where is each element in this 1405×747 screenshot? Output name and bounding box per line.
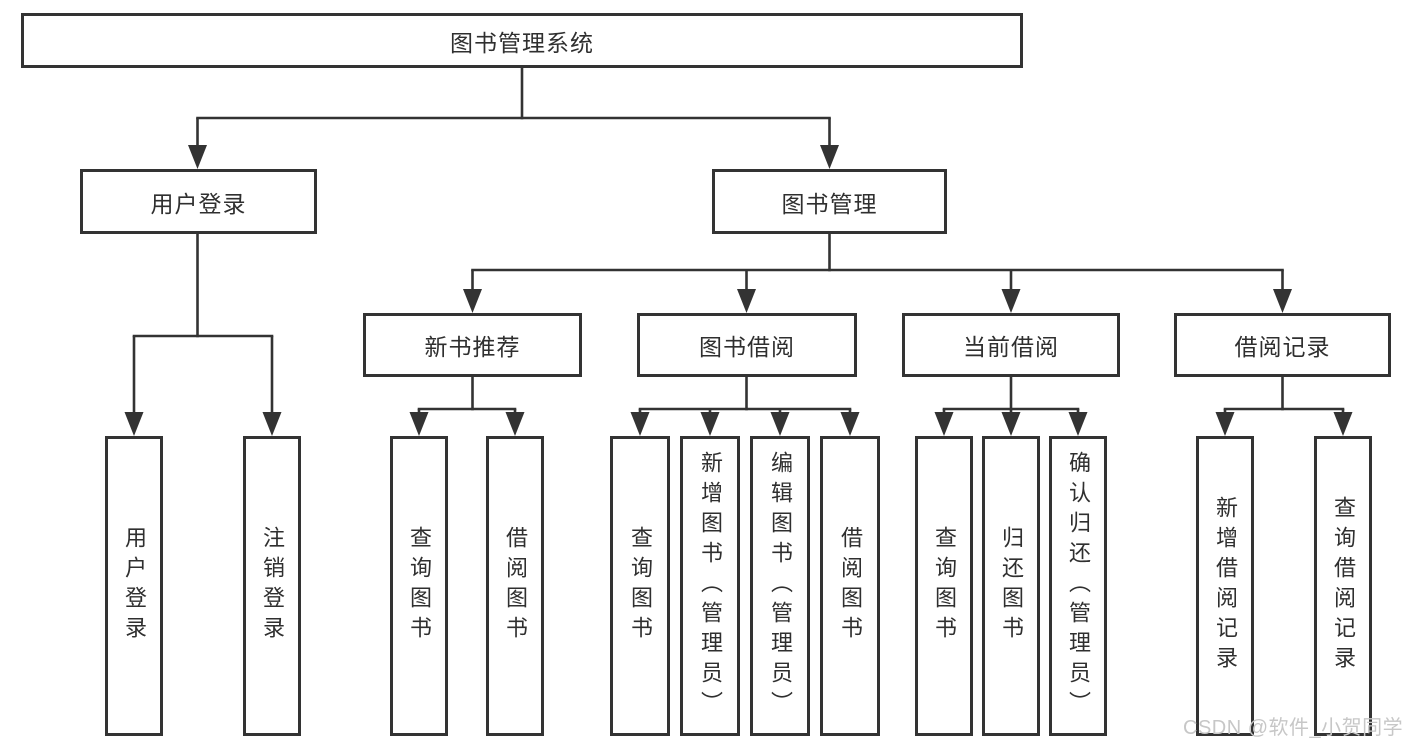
node-user-login: 用户登录	[80, 169, 317, 234]
node-leaf-borrow-books-recommend: 借阅图书	[486, 436, 544, 736]
node-leaf-query-books-current: 查询图书	[915, 436, 973, 736]
node-book-management: 图书管理	[712, 169, 947, 234]
node-book-borrowing: 图书借阅	[637, 313, 857, 377]
node-leaf-user-login: 用户登录	[105, 436, 163, 736]
node-leaf-borrow-books-borrowing: 借阅图书	[820, 436, 880, 736]
node-leaf-query-borrow-record: 查询借阅记录	[1314, 436, 1372, 736]
node-leaf-confirm-return-admin: 确认归还（管理员）	[1049, 436, 1107, 736]
watermark: CSDN @软件_小贺同学	[1183, 717, 1404, 739]
node-library-management-system: 图书管理系统	[21, 13, 1023, 68]
node-leaf-add-borrow-record: 新增借阅记录	[1196, 436, 1254, 736]
node-leaf-query-books-recommend: 查询图书	[390, 436, 448, 736]
node-leaf-edit-books-admin: 编辑图书（管理员）	[750, 436, 810, 736]
node-current-borrowing: 当前借阅	[902, 313, 1120, 377]
node-leaf-add-books-admin: 新增图书（管理员）	[680, 436, 740, 736]
node-new-book-recommendation: 新书推荐	[363, 313, 582, 377]
node-leaf-return-books: 归还图书	[982, 436, 1040, 736]
node-borrowing-records: 借阅记录	[1174, 313, 1391, 377]
node-leaf-query-books-borrowing: 查询图书	[610, 436, 670, 736]
node-leaf-logout: 注销登录	[243, 436, 301, 736]
